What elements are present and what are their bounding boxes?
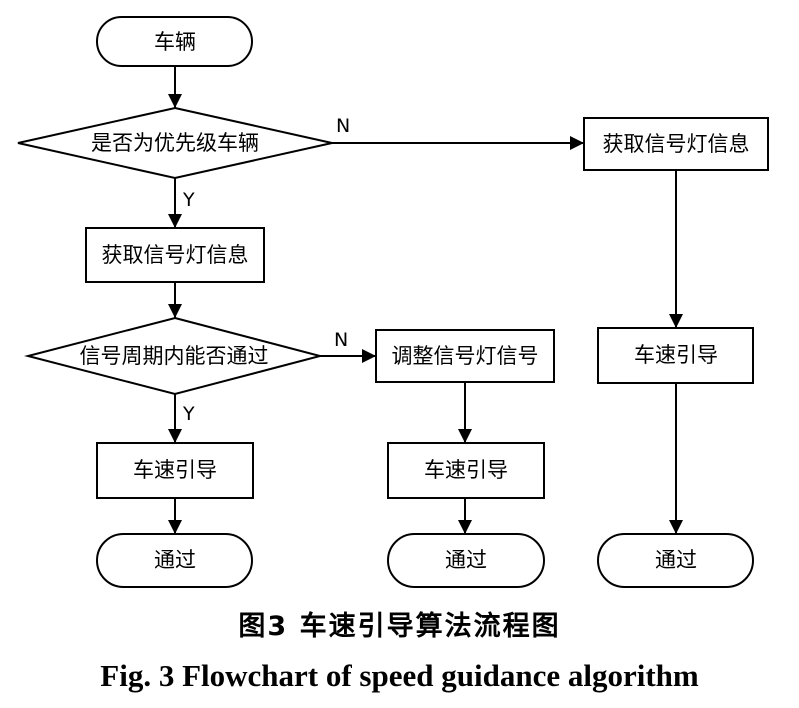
label-priority-yes: Y <box>182 189 195 211</box>
get-signal-left-box <box>85 227 265 283</box>
get-signal-right-box <box>583 117 769 171</box>
cycle-decision <box>24 316 324 396</box>
flowchart: N Y N Y 车辆 是否为优先级车辆 获取信号灯信息 信号周期内能否通过 车速… <box>17 16 769 588</box>
pass-right-label: 通过 <box>655 548 697 572</box>
figure-caption-zh: 图3 车速引导算法流程图 <box>238 611 561 642</box>
start-label: 车辆 <box>154 30 196 54</box>
pass-right-terminal <box>597 533 754 588</box>
figure-caption-en: Fig. 3 Flowchart of speed guidance algor… <box>100 658 699 693</box>
label-cycle-no: N <box>334 329 348 351</box>
speed-guide-right-label: 车速引导 <box>634 343 718 367</box>
speed-guide-mid-label: 车速引导 <box>424 458 508 482</box>
priority-decision <box>17 106 333 180</box>
adjust-signal-label: 调整信号灯信号 <box>392 344 539 368</box>
adjust-signal-box <box>375 329 555 383</box>
pass-mid-terminal <box>387 533 545 588</box>
speed-guide-right-box <box>597 327 754 384</box>
cycle-label: 信号周期内能否通过 <box>80 344 269 368</box>
pass-mid-label: 通过 <box>445 548 487 572</box>
label-priority-no: N <box>336 115 350 137</box>
pass-left-terminal <box>96 533 253 588</box>
get-signal-left-label: 获取信号灯信息 <box>102 243 249 267</box>
priority-label: 是否为优先级车辆 <box>91 131 259 155</box>
get-signal-right-label: 获取信号灯信息 <box>603 132 750 156</box>
speed-guide-mid-box <box>387 442 545 499</box>
label-cycle-yes: Y <box>182 403 195 425</box>
speed-guide-left-label: 车速引导 <box>133 458 217 482</box>
start-terminal <box>96 16 253 67</box>
speed-guide-left-box <box>96 442 254 499</box>
pass-left-label: 通过 <box>154 548 196 572</box>
